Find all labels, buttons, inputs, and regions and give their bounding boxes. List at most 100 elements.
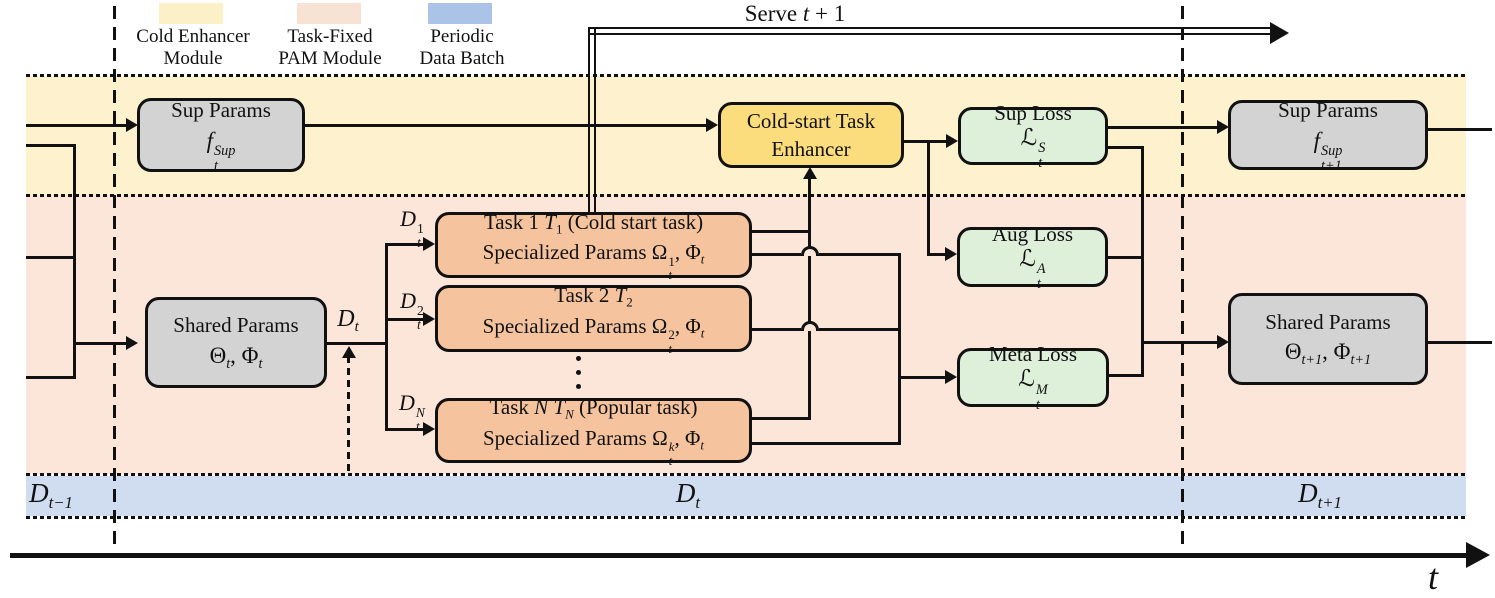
legend-swatch-data-batch bbox=[428, 3, 492, 24]
arrowhead bbox=[1217, 120, 1229, 134]
data-batch-band bbox=[26, 476, 1466, 516]
line-hop bbox=[801, 246, 819, 256]
connector bbox=[305, 124, 707, 127]
time-axis bbox=[10, 553, 1468, 558]
connector bbox=[1109, 374, 1143, 377]
box-title: Task N TN (Popular task) bbox=[489, 395, 698, 422]
arrowhead bbox=[342, 346, 356, 358]
connector bbox=[327, 342, 388, 345]
connector bbox=[26, 376, 76, 379]
connector bbox=[26, 144, 76, 147]
arrowhead bbox=[706, 118, 718, 132]
connector bbox=[752, 442, 901, 445]
connector bbox=[385, 243, 424, 246]
arrowhead bbox=[126, 118, 138, 132]
arrowhead bbox=[803, 167, 817, 179]
serve-line-vertical bbox=[588, 27, 596, 212]
connector bbox=[1428, 341, 1492, 344]
connector bbox=[927, 140, 930, 256]
connector bbox=[927, 253, 946, 256]
connector bbox=[385, 318, 424, 321]
serve-line-horizontal bbox=[588, 27, 1272, 35]
box-title: Shared Params bbox=[173, 313, 299, 338]
serve-arrowhead bbox=[1270, 22, 1289, 44]
taskN-box: Task N TN (Popular task) Specialized Par… bbox=[435, 395, 752, 467]
connector bbox=[1141, 146, 1144, 377]
cold-start-task-enhancer-box: Cold-start Task Enhancer bbox=[718, 102, 904, 168]
box-title: Meta Loss bbox=[988, 342, 1078, 367]
shared-params-t-box: Shared Params Θt, Φt bbox=[145, 297, 327, 388]
period-separator-left bbox=[113, 6, 116, 546]
box-title: Sup Loss bbox=[994, 100, 1072, 125]
connector bbox=[73, 144, 76, 379]
connector bbox=[904, 140, 947, 143]
arrowhead bbox=[126, 336, 138, 350]
band-border-data-bottom bbox=[26, 516, 1466, 519]
data-feed-dashed-arrow bbox=[347, 356, 350, 474]
band-border-data-top bbox=[26, 473, 1466, 476]
connector bbox=[385, 428, 424, 431]
task1-box: Task 1 T1 (Cold start task) Specialized … bbox=[435, 210, 752, 281]
band-border-top bbox=[26, 74, 1466, 77]
connector bbox=[808, 178, 811, 420]
connector bbox=[26, 256, 76, 259]
legend-swatch-pam bbox=[297, 3, 361, 24]
d-t-label: Dt bbox=[675, 478, 701, 512]
shared-params-t1-box: Shared Params Θt+1, Φt+1 bbox=[1228, 293, 1428, 385]
arrowhead bbox=[945, 370, 957, 384]
connector bbox=[1108, 126, 1218, 129]
time-axis-arrowhead bbox=[1466, 542, 1490, 568]
box-title: Sup Params bbox=[1278, 98, 1378, 123]
connector bbox=[73, 342, 127, 345]
dt-label: Dt bbox=[337, 306, 359, 336]
time-axis-label: t bbox=[1427, 557, 1438, 597]
connector bbox=[1428, 128, 1492, 131]
legend-swatch-cold-enhancer bbox=[159, 3, 223, 24]
box-math: Θt, Φt bbox=[209, 342, 263, 372]
arrowhead bbox=[1217, 335, 1229, 349]
arrowhead bbox=[946, 134, 958, 148]
arrowhead bbox=[945, 247, 957, 261]
d-prev-label: Dt−1 bbox=[29, 478, 73, 512]
connector bbox=[752, 417, 810, 420]
arrowhead bbox=[423, 422, 435, 436]
connector bbox=[819, 328, 901, 331]
d-next-label: Dt+1 bbox=[1298, 478, 1342, 512]
connector bbox=[819, 253, 901, 256]
box-title: Task 2 T2 bbox=[554, 283, 633, 310]
box-title: Aug Loss bbox=[991, 221, 1074, 246]
box-title: Cold-start Task bbox=[746, 108, 876, 133]
connector bbox=[752, 230, 810, 233]
band-border-mid bbox=[26, 194, 1466, 197]
serve-label: Serve t + 1 bbox=[744, 1, 846, 26]
connector bbox=[26, 124, 127, 127]
connector bbox=[752, 328, 801, 331]
line-hop bbox=[801, 321, 819, 331]
connector bbox=[898, 376, 946, 379]
box-title: Task 1 T1 (Cold start task) bbox=[483, 209, 704, 237]
connector bbox=[385, 243, 388, 431]
period-separator-right bbox=[1181, 6, 1184, 546]
box-math: Θt+1, Φt+1 bbox=[1284, 339, 1372, 369]
box-title: Shared Params bbox=[1265, 309, 1391, 334]
